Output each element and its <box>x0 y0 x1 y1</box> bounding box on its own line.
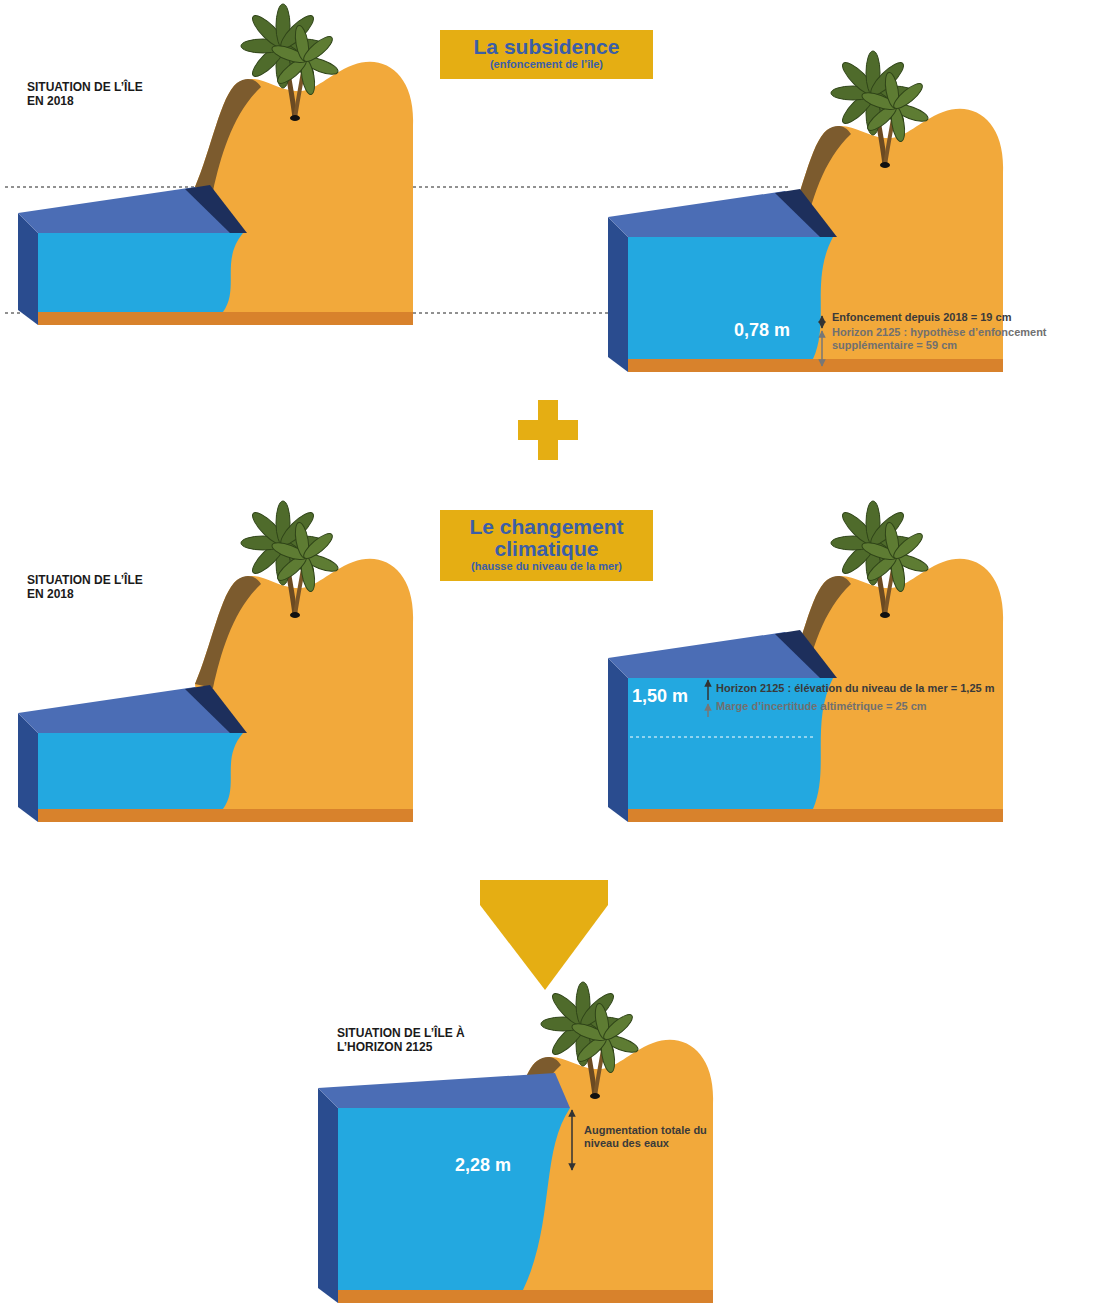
situation-caption: SITUATION DE L’ÎLE EN 2018 <box>27 573 152 602</box>
situation-caption: SITUATION DE L’ÎLE EN 2018 <box>27 80 152 109</box>
box-title: Le changement climatique <box>448 516 645 560</box>
box-subtitle: (hausse du niveau de la mer) <box>448 560 645 574</box>
island-block <box>318 982 713 1303</box>
annotation-text: Enfoncement depuis 2018 = 19 cm <box>832 311 1011 324</box>
annotation-text: Marge d’incertitude altimétrique = 25 cm <box>716 700 927 713</box>
dimension-arrow <box>821 316 823 328</box>
situation-caption: SITUATION DE L’ÎLE À L’HORIZON 2125 <box>337 1026 482 1055</box>
box-title: La subsidence <box>448 36 645 58</box>
dimension-arrow <box>707 680 709 700</box>
annotation-text: Horizon 2125 : hypothèse d’enfoncement s… <box>832 326 1094 352</box>
dimension-arrow <box>821 331 823 366</box>
island-block <box>608 51 1003 372</box>
down-arrow <box>480 880 608 990</box>
annotation-text: Horizon 2125 : élévation du niveau de la… <box>716 682 994 695</box>
dimension-value: 2,28 m <box>455 1155 511 1177</box>
reference-line <box>630 737 815 738</box>
box-subtitle: (enfoncement de l’île) <box>448 58 645 72</box>
annotation-text: Augmentation totale du niveau des eaux <box>584 1124 709 1150</box>
dimension-value: 1,50 m <box>632 686 688 708</box>
title-box: La subsidence(enfoncement de l’île) <box>440 30 653 79</box>
title-box: Le changement climatique(hausse du nivea… <box>440 510 653 581</box>
dimension-arrow <box>571 1110 573 1170</box>
island-block <box>18 501 413 822</box>
dimension-arrow <box>707 704 709 717</box>
island-block <box>18 4 413 325</box>
plus-sign <box>518 400 578 460</box>
island-block <box>608 501 1003 822</box>
dimension-value: 0,78 m <box>734 320 790 342</box>
